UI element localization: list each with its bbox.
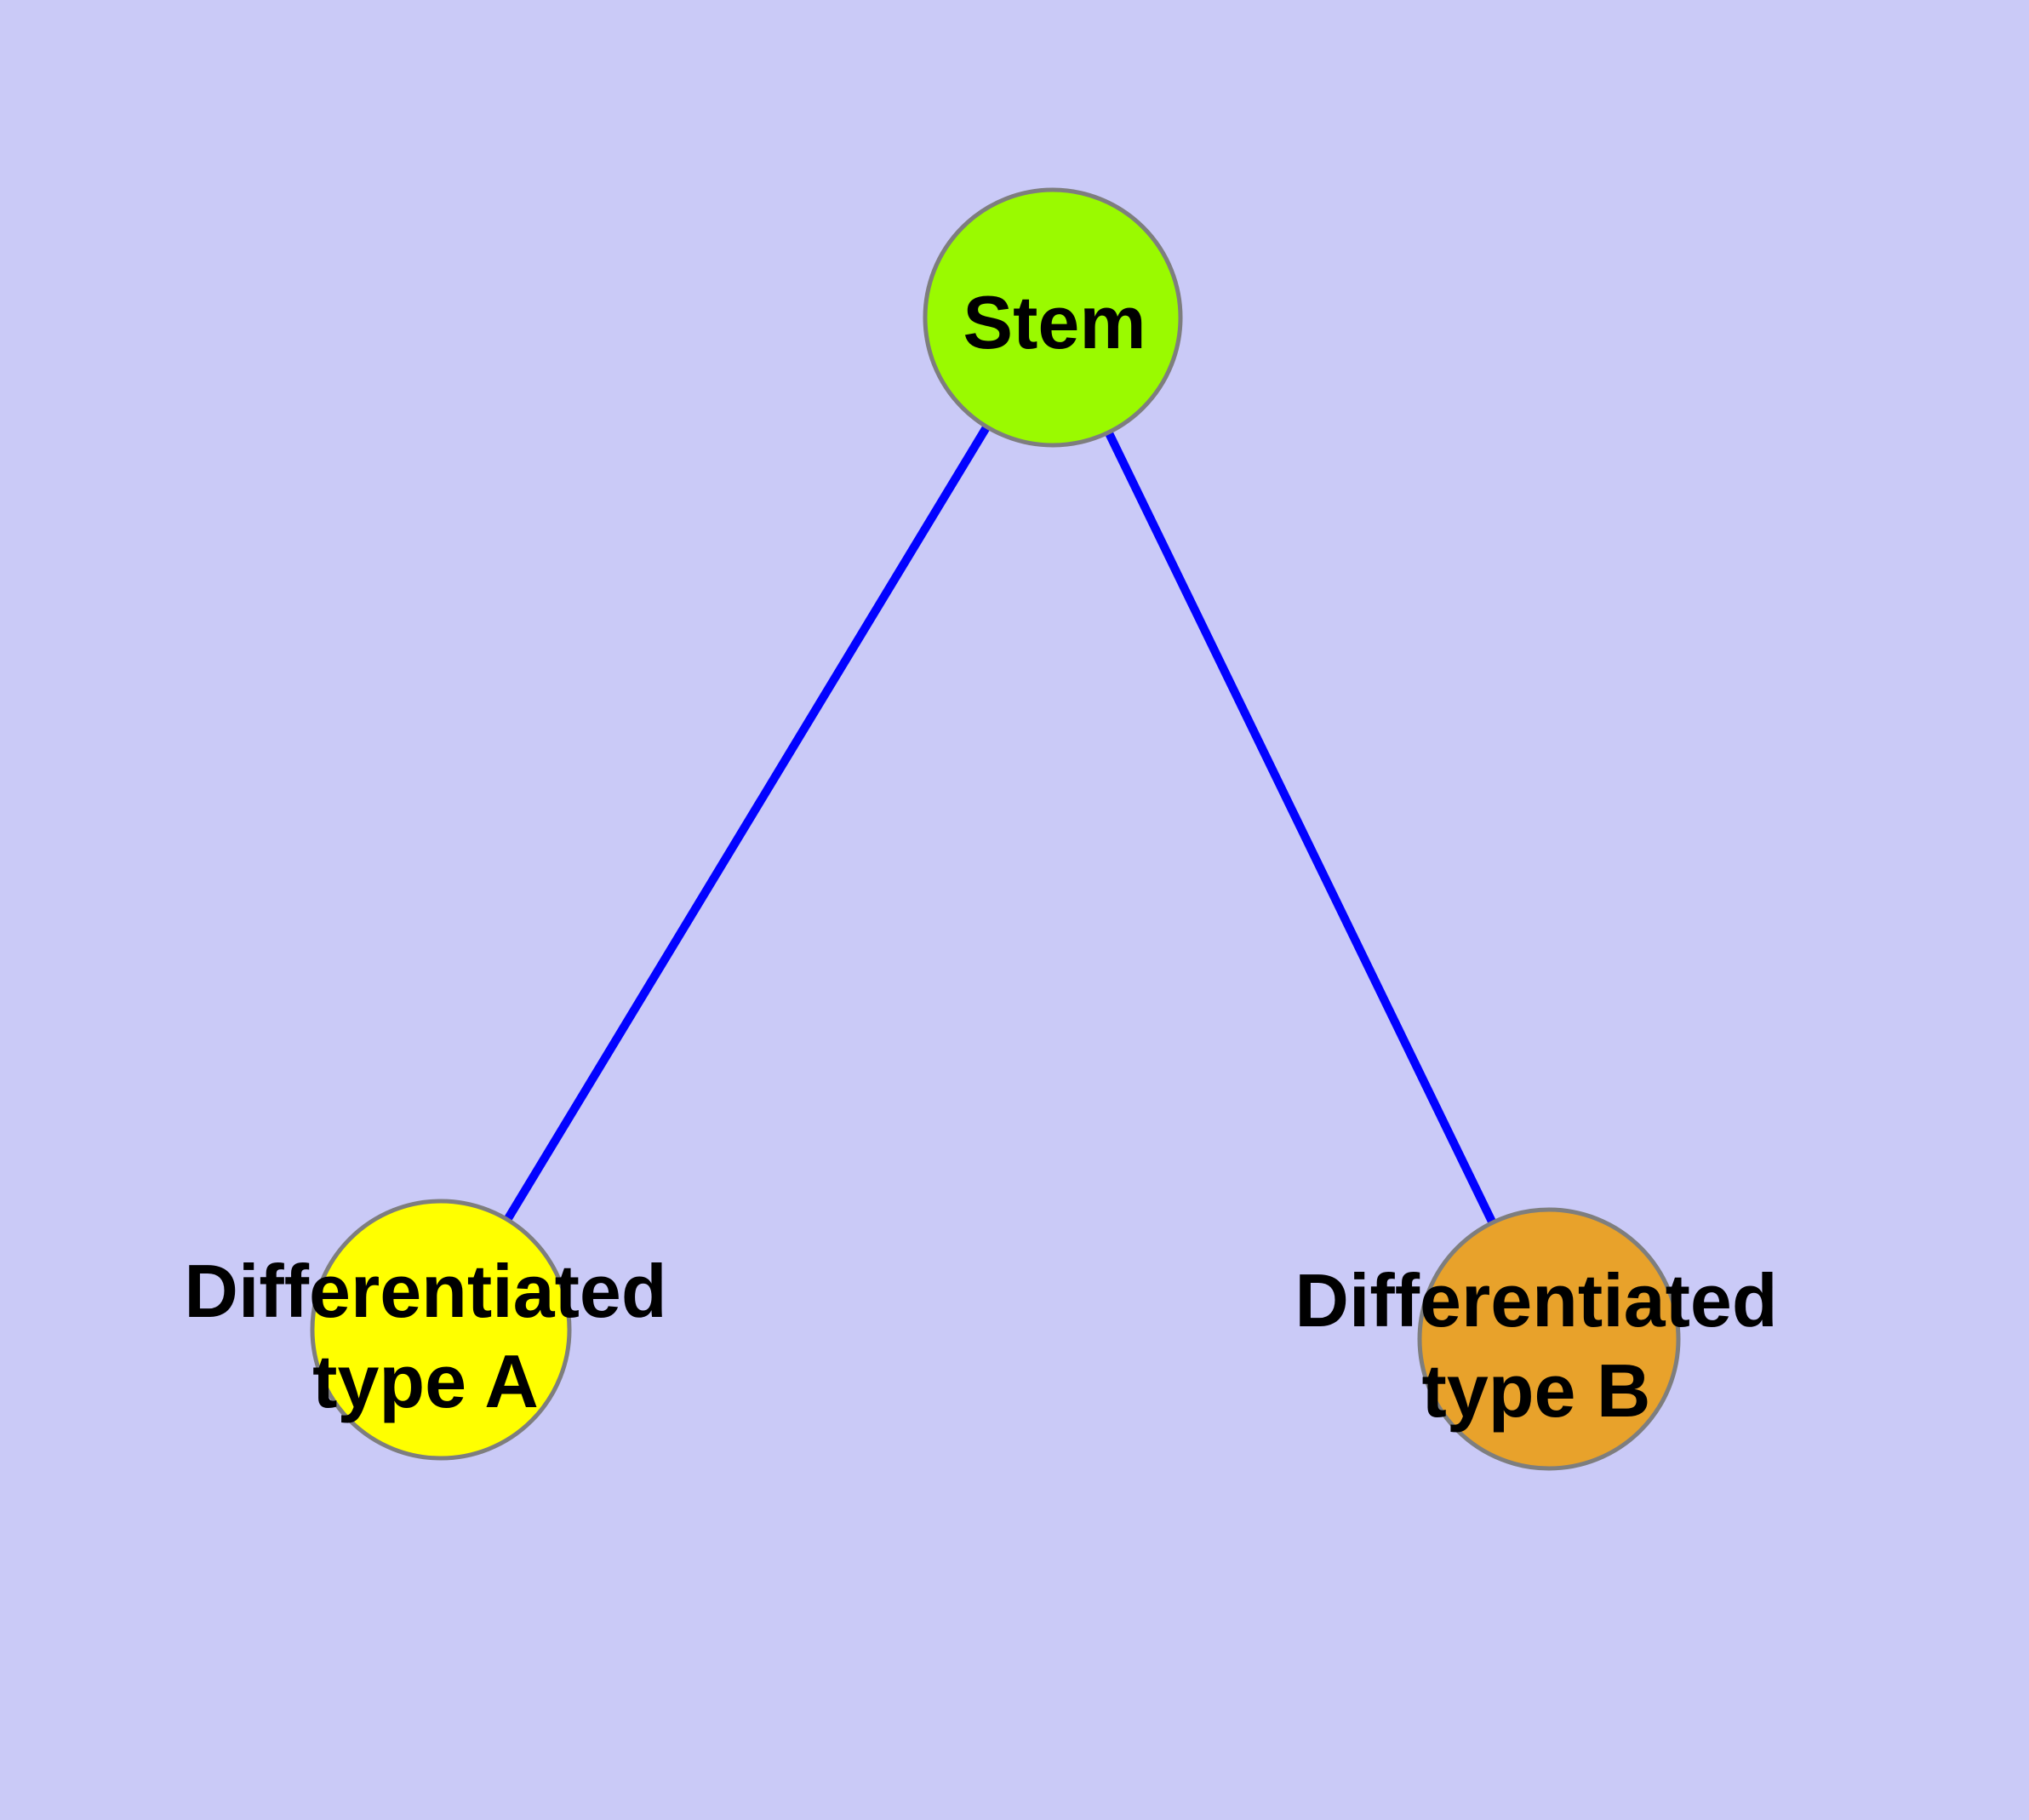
node-stem: Stem xyxy=(923,187,1183,448)
node-differentiated-type-b: Differentiated type B xyxy=(1295,1207,1778,1471)
node-stem-circle xyxy=(923,187,1183,448)
node-type-a-label-line1: Differentiated xyxy=(184,1249,666,1333)
edge-stem-to-type-a xyxy=(437,315,1057,1332)
node-type-b-label-line1: Differentiated xyxy=(1295,1258,1777,1342)
node-differentiated-type-a: Differentiated type A xyxy=(184,1199,667,1461)
node-stem-label: Stem xyxy=(963,280,1146,364)
node-type-b-label-line2: type B xyxy=(1422,1348,1651,1433)
node-type-a-label-line2: type A xyxy=(312,1339,539,1423)
node-type-b-circle xyxy=(1417,1207,1681,1471)
edge-stem-to-type-b xyxy=(1049,315,1553,1342)
node-type-a-circle xyxy=(310,1199,572,1461)
edges xyxy=(437,315,1553,1342)
